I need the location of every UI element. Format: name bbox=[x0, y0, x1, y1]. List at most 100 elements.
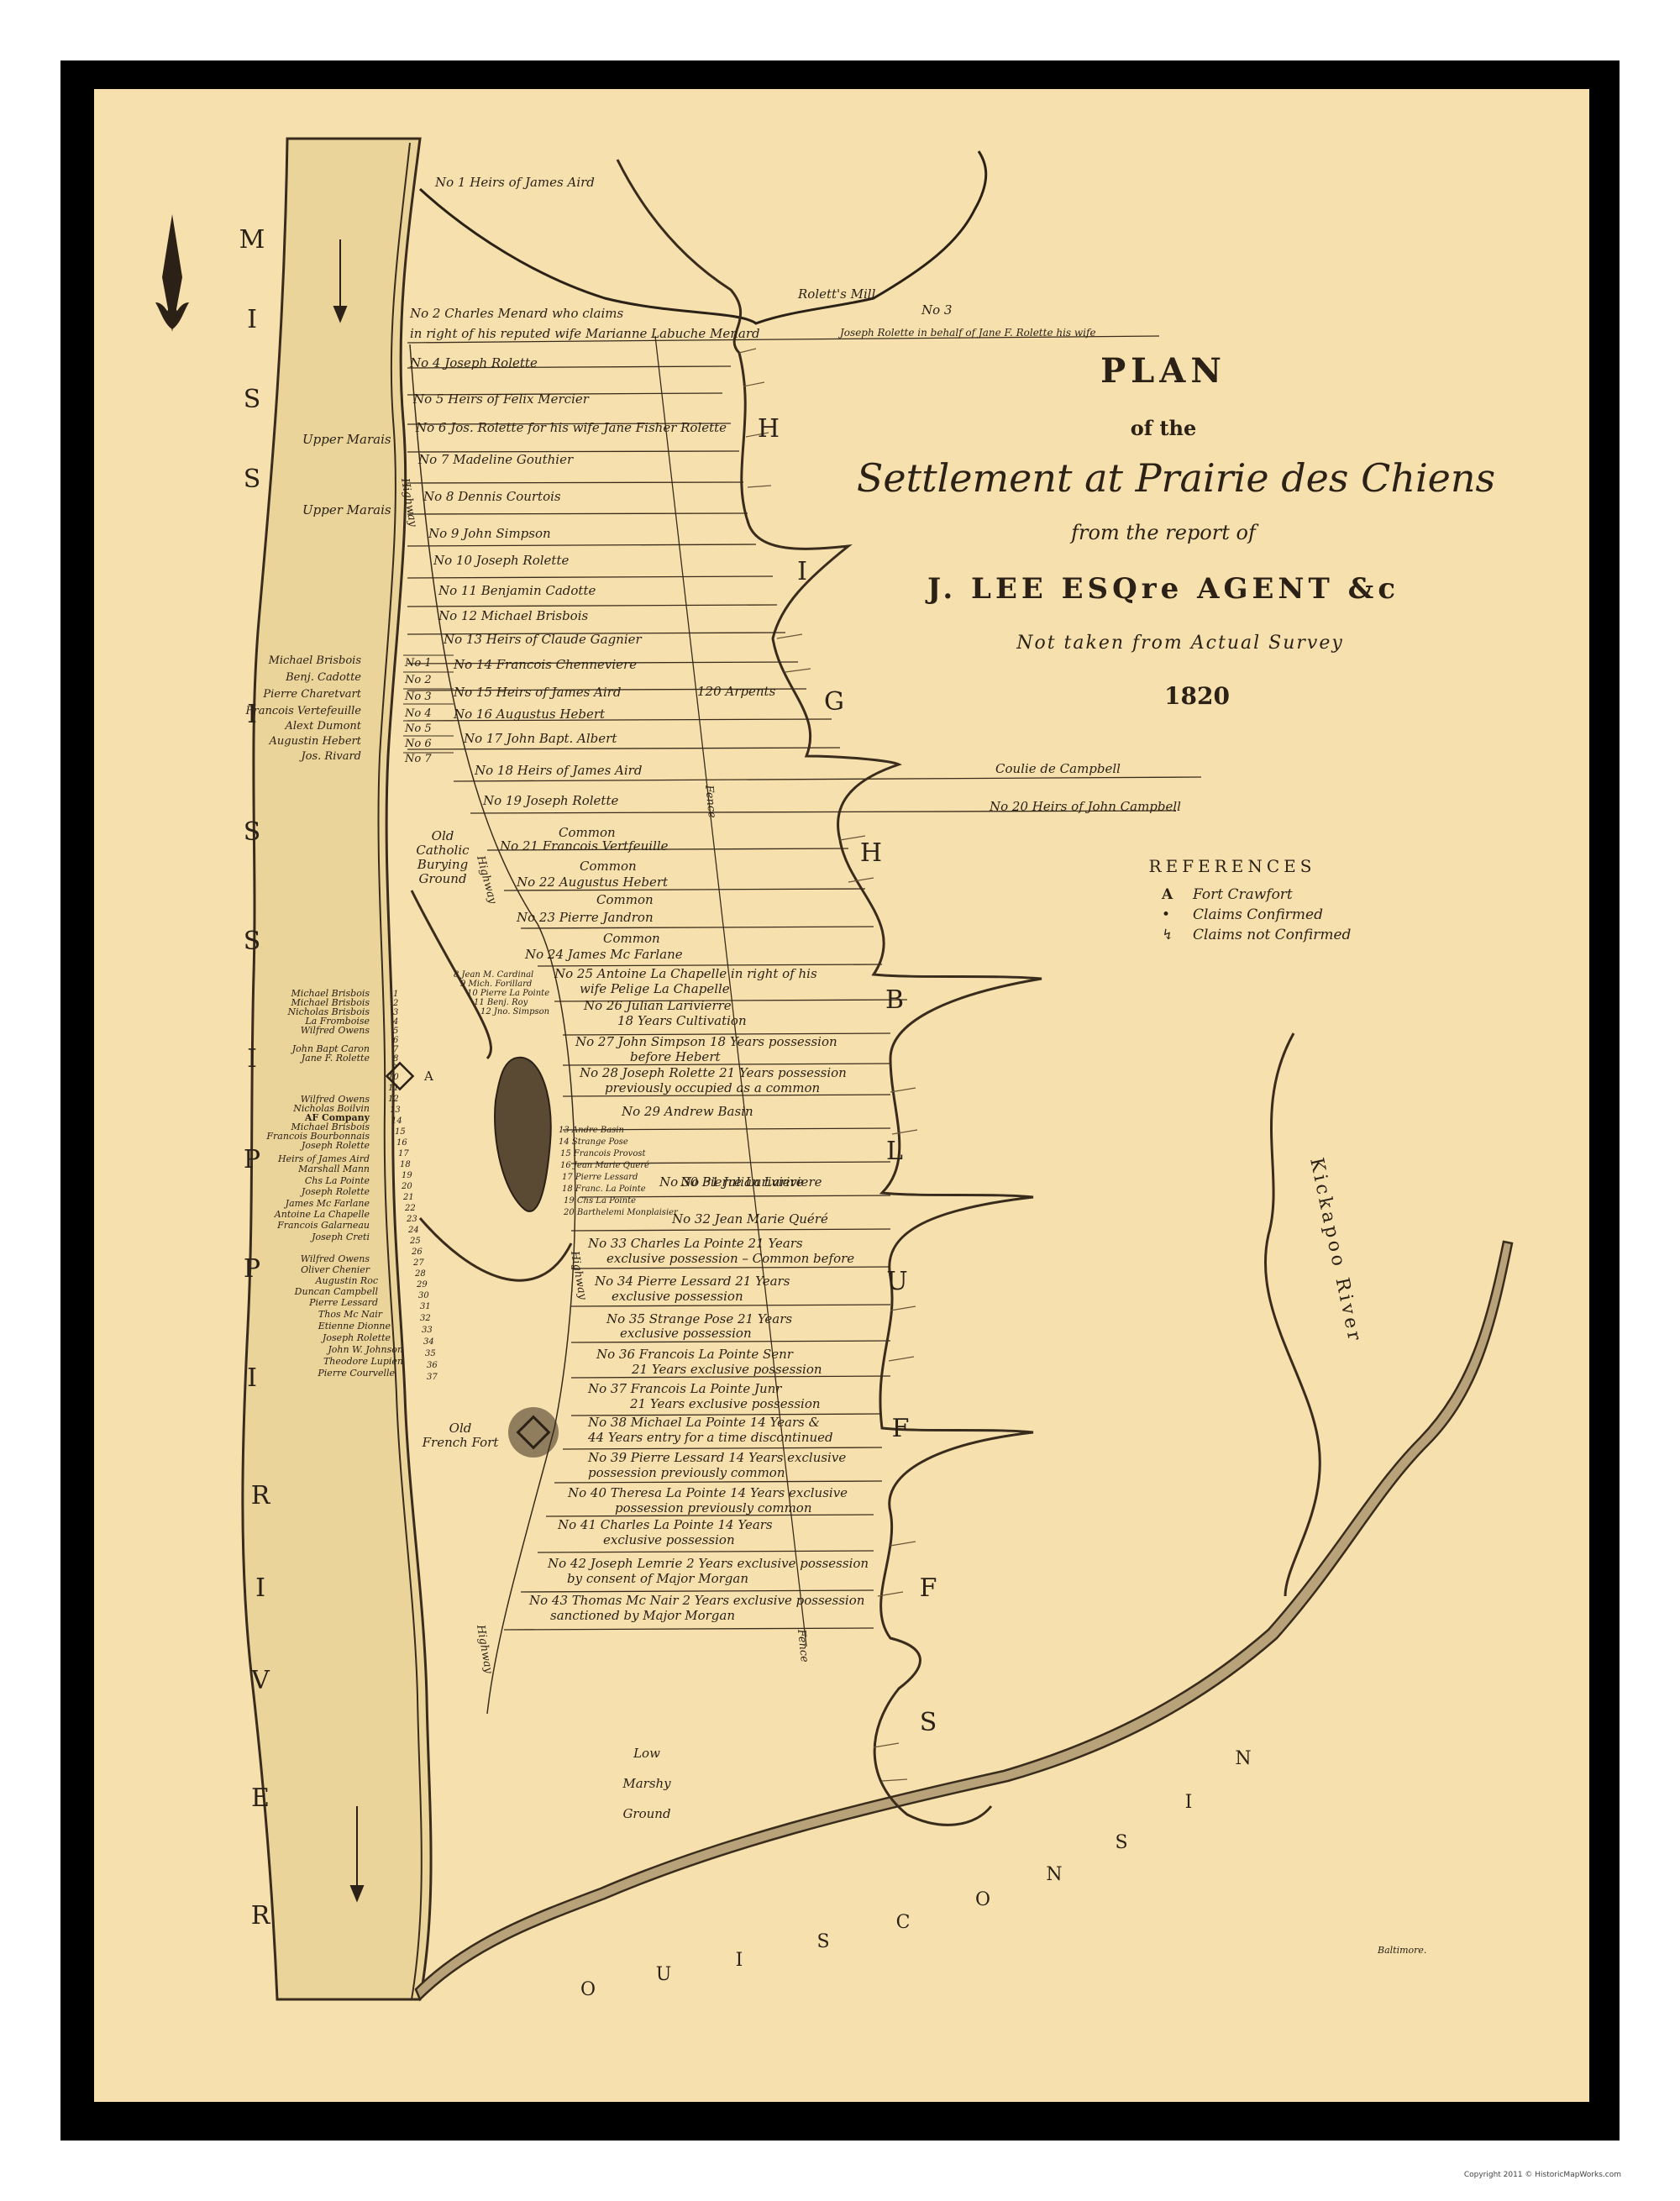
svg-text:No 34 Pierre Lessard 21 Years: No 34 Pierre Lessard 21 Years bbox=[594, 1274, 790, 1289]
reference-item: Claims Confirmed bbox=[1193, 906, 1323, 923]
svg-text:18: 18 bbox=[400, 1160, 411, 1169]
kickapoo-river-label: Kickapoo River bbox=[1305, 1156, 1365, 1346]
svg-text:No 39 Pierre Lessard 14 Years: No 39 Pierre Lessard 14 Years exclusive bbox=[587, 1450, 846, 1465]
svg-text:22: 22 bbox=[404, 1204, 416, 1213]
svg-text:Nicholas Brisbois: Nicholas Brisbois bbox=[286, 1006, 370, 1017]
svg-text:wife Pelige La Chapelle: wife Pelige La Chapelle bbox=[580, 981, 730, 996]
svg-text:No 9 John Simpson: No 9 John Simpson bbox=[428, 526, 551, 541]
svg-text:32: 32 bbox=[420, 1314, 431, 1323]
svg-text:R: R bbox=[251, 1481, 271, 1510]
svg-text:H: H bbox=[860, 838, 882, 868]
svg-text:Common: Common bbox=[559, 825, 616, 840]
svg-text:Augustin Hebert: Augustin Hebert bbox=[269, 735, 362, 748]
fort-crawfort bbox=[385, 1061, 415, 1091]
svg-text:Upper Marais: Upper Marais bbox=[302, 432, 391, 447]
svg-text:17 Pierre Lessard: 17 Pierre Lessard bbox=[562, 1173, 638, 1182]
svg-text:P: P bbox=[244, 1254, 260, 1284]
svg-text:No 10 Joseph Rolette: No 10 Joseph Rolette bbox=[433, 553, 569, 568]
title-year: 1820 bbox=[1164, 682, 1230, 710]
svg-text:5: 5 bbox=[393, 1027, 398, 1036]
svg-text:No 21 Francois Vertfeuille: No 21 Francois Vertfeuille bbox=[499, 838, 669, 854]
village-lot-numbers: 1 2 3 4 5 6 7 8 9 10 11 12 13 14 15 16 1… bbox=[388, 990, 438, 1382]
reference-item: Fort Crawfort bbox=[1192, 886, 1293, 903]
svg-text:No 24 James Mc Farlane: No 24 James Mc Farlane bbox=[524, 947, 683, 962]
map-features: Rolett's Mill Upper Marais Upper Marais … bbox=[302, 286, 1426, 1956]
svg-text:Old: Old bbox=[449, 1421, 472, 1436]
svg-text:Highway: Highway bbox=[474, 854, 499, 906]
svg-text:20: 20 bbox=[401, 1182, 412, 1191]
svg-text:19: 19 bbox=[402, 1171, 412, 1180]
svg-text:Marshy: Marshy bbox=[622, 1776, 671, 1791]
svg-text:Common: Common bbox=[603, 931, 660, 946]
svg-text:possession previously common: possession previously common bbox=[615, 1500, 811, 1515]
svg-text:No 14 Francois Chenneviere: No 14 Francois Chenneviere bbox=[453, 657, 637, 672]
svg-text:No 4: No 4 bbox=[404, 707, 432, 720]
svg-text:N: N bbox=[1046, 1864, 1062, 1885]
svg-text:26: 26 bbox=[411, 1248, 423, 1257]
svg-text:I: I bbox=[247, 700, 257, 729]
svg-text:V: V bbox=[250, 1666, 270, 1695]
fence-line bbox=[654, 335, 807, 1647]
svg-text:27: 27 bbox=[412, 1258, 424, 1268]
svg-text:11 Benj. Roy: 11 Benj. Roy bbox=[474, 998, 528, 1007]
svg-text:21 Years exclusive possession: 21 Years exclusive possession bbox=[629, 1396, 821, 1411]
svg-text:Michael Brisbois: Michael Brisbois bbox=[291, 988, 370, 999]
references-heading: REFERENCES bbox=[1149, 856, 1316, 876]
title-plan: PLAN bbox=[1100, 351, 1226, 391]
svg-text:16 Jean Marie Queré: 16 Jean Marie Queré bbox=[560, 1161, 649, 1170]
svg-text:No 38 Michael La Pointe 14 Yea: No 38 Michael La Pointe 14 Years & bbox=[587, 1415, 820, 1430]
svg-text:No 19 Joseph Rolette: No 19 Joseph Rolette bbox=[482, 793, 618, 808]
claims-list: No 1 Heirs of James Aird No 2 Charles Me… bbox=[409, 175, 1181, 1623]
svg-text:18 Years Cultivation: 18 Years Cultivation bbox=[617, 1013, 747, 1028]
reference-mark: A bbox=[1161, 886, 1173, 903]
svg-text:Joseph Creti: Joseph Creti bbox=[310, 1232, 370, 1242]
svg-text:exclusive possession: exclusive possession bbox=[603, 1532, 735, 1547]
svg-text:2: 2 bbox=[392, 999, 398, 1008]
svg-text:13: 13 bbox=[390, 1106, 401, 1115]
svg-text:Wilfred Owens: Wilfred Owens bbox=[301, 1025, 370, 1036]
svg-text:E: E bbox=[251, 1783, 270, 1813]
svg-text:15: 15 bbox=[395, 1127, 406, 1137]
reference-mark: • bbox=[1162, 906, 1170, 923]
svg-text:U: U bbox=[656, 1964, 672, 1985]
svg-text:H: H bbox=[758, 414, 780, 444]
svg-text:No 32 Jean Marie Quéré: No 32 Jean Marie Quéré bbox=[671, 1211, 828, 1227]
svg-text:No 30 Pierre Lariviere: No 30 Pierre Lariviere bbox=[659, 1174, 804, 1190]
svg-text:13 Andre Basin: 13 Andre Basin bbox=[559, 1126, 624, 1135]
pond-lots: 13 Andre Basin 14 Strange Pose 15 Franco… bbox=[559, 1126, 679, 1217]
svg-text:120 Arpents: 120 Arpents bbox=[697, 684, 776, 699]
svg-text:35: 35 bbox=[425, 1349, 436, 1358]
title-of-the: of the bbox=[1131, 416, 1197, 440]
svg-text:I: I bbox=[255, 1573, 265, 1603]
title-settlement: Settlement at Prairie des Chiens bbox=[857, 455, 1495, 501]
svg-text:Heirs of James Aird: Heirs of James Aird bbox=[277, 1153, 370, 1164]
svg-text:Francois Bourbonnais: Francois Bourbonnais bbox=[265, 1131, 370, 1142]
title-from-report: from the report of bbox=[1069, 521, 1259, 544]
svg-text:S: S bbox=[920, 1708, 937, 1737]
svg-text:36: 36 bbox=[427, 1361, 438, 1370]
svg-text:S: S bbox=[1115, 1832, 1127, 1853]
svg-text:Marshall Mann: Marshall Mann bbox=[297, 1164, 370, 1174]
svg-text:20 Barthelemi Monplaisier: 20 Barthelemi Monplaisier bbox=[563, 1208, 679, 1217]
svg-text:Duncan Campbell: Duncan Campbell bbox=[294, 1286, 379, 1297]
svg-text:before Hebert: before Hebert bbox=[630, 1049, 721, 1064]
svg-text:AF Company: AF Company bbox=[304, 1112, 370, 1123]
svg-text:F: F bbox=[892, 1414, 910, 1443]
svg-text:Fence: Fence bbox=[702, 784, 718, 819]
svg-text:No 12 Michael Brisbois: No 12 Michael Brisbois bbox=[438, 608, 589, 623]
svg-text:8: 8 bbox=[393, 1054, 398, 1064]
ouisconsin-river bbox=[414, 1240, 1514, 2002]
svg-text:Jane F. Rolette: Jane F. Rolette bbox=[300, 1053, 370, 1064]
svg-text:No 35 Strange Pose 21 Years: No 35 Strange Pose 21 Years bbox=[606, 1311, 792, 1326]
svg-text:No 36 Francois La Pointe Senr: No 36 Francois La Pointe Senr bbox=[596, 1347, 794, 1362]
reference-item: Claims not Confirmed bbox=[1193, 927, 1352, 943]
svg-text:No 25 Antoine La Chapelle in r: No 25 Antoine La Chapelle in right of hi… bbox=[554, 966, 817, 981]
svg-text:S: S bbox=[816, 1931, 829, 1952]
svg-text:31: 31 bbox=[420, 1302, 431, 1311]
highway-road bbox=[409, 344, 576, 1715]
svg-text:Michael Brisbois: Michael Brisbois bbox=[291, 1122, 370, 1132]
svg-text:Highway: Highway bbox=[568, 1249, 589, 1301]
svg-text:by consent of Major Morgan: by consent of Major Morgan bbox=[567, 1571, 748, 1586]
svg-text:23: 23 bbox=[406, 1215, 417, 1224]
